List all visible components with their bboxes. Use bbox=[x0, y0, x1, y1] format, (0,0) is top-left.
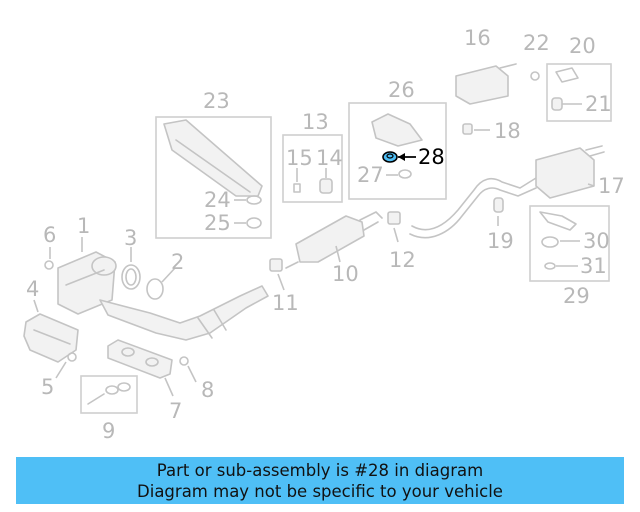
callout-1: 1 bbox=[77, 214, 90, 238]
front-pipe bbox=[99, 285, 269, 341]
callout-31: 31 bbox=[580, 254, 607, 278]
callout-14: 14 bbox=[316, 146, 343, 170]
callout-6: 6 bbox=[43, 223, 56, 247]
part-7-flange-gasket bbox=[107, 339, 173, 379]
leader-8 bbox=[187, 365, 197, 383]
group-box-20 bbox=[546, 63, 612, 122]
callout-20: 20 bbox=[569, 34, 596, 58]
callout-16: 16 bbox=[464, 26, 491, 50]
part-22-bolt bbox=[530, 71, 540, 81]
callout-27: 27 bbox=[357, 163, 384, 187]
part-9-hardware bbox=[87, 382, 131, 405]
callout-7: 7 bbox=[169, 399, 182, 423]
callout-10: 10 bbox=[332, 262, 359, 286]
part-3-clamp bbox=[121, 264, 141, 290]
callout-5: 5 bbox=[41, 375, 54, 399]
callout-17: 17 bbox=[598, 174, 625, 198]
part-13-fasteners bbox=[293, 178, 333, 194]
callout-9: 9 bbox=[102, 419, 115, 443]
callout-15: 15 bbox=[286, 146, 313, 170]
info-banner: Part or sub-assembly is #28 in diagram D… bbox=[16, 457, 624, 504]
part-17-rear-muffler bbox=[535, 145, 605, 199]
banner-disclaimer-line: Diagram may not be specific to your vehi… bbox=[137, 481, 503, 501]
banner-part-line: Part or sub-assembly is #28 in diagram bbox=[156, 460, 484, 480]
group-box-23 bbox=[155, 116, 272, 239]
leader-12 bbox=[393, 227, 399, 243]
leader-17 bbox=[587, 183, 595, 187]
leader-7 bbox=[164, 377, 174, 397]
callout-25: 25 bbox=[204, 211, 231, 235]
rear-pipe bbox=[409, 177, 537, 239]
callout-28-highlighted[interactable]: 28 bbox=[418, 145, 445, 169]
leader-2 bbox=[161, 267, 176, 283]
part-1-converter bbox=[57, 251, 117, 315]
leader-11 bbox=[277, 273, 285, 291]
group-box-29 bbox=[529, 205, 610, 282]
part-2-gasket bbox=[146, 278, 164, 300]
callout-3: 3 bbox=[124, 226, 137, 250]
part-12-clamp bbox=[387, 211, 401, 225]
callout-29: 29 bbox=[563, 284, 590, 308]
part-23-heat-shield bbox=[163, 119, 263, 229]
callout-4: 4 bbox=[26, 277, 39, 301]
callout-11: 11 bbox=[272, 291, 299, 315]
callout-2: 2 bbox=[171, 250, 184, 274]
part-11-clamp bbox=[269, 258, 283, 272]
part-26-heat-shield bbox=[371, 113, 423, 179]
part-10-intermediate-pipe bbox=[285, 211, 383, 269]
part-8-bolt bbox=[179, 356, 189, 366]
leader-10 bbox=[335, 245, 341, 263]
callout-30: 30 bbox=[583, 229, 610, 253]
leader-4 bbox=[33, 299, 39, 313]
callout-21: 21 bbox=[585, 92, 612, 116]
callout-12: 12 bbox=[389, 248, 416, 272]
part-29-bracket-set bbox=[539, 211, 577, 270]
part-4-heat-shield bbox=[23, 313, 79, 363]
callout-22: 22 bbox=[523, 31, 550, 55]
group-box-9 bbox=[80, 375, 138, 414]
callout-26: 26 bbox=[388, 78, 415, 102]
group-box-13 bbox=[282, 134, 343, 203]
callout-13: 13 bbox=[302, 110, 329, 134]
part-6-nut bbox=[44, 260, 54, 270]
arrowhead-28 bbox=[398, 153, 405, 161]
callout-23: 23 bbox=[203, 89, 230, 113]
exhaust-parts-diagram: 1 2 3 4 5 6 7 8 9 10 11 12 13 14 15 16 1… bbox=[23, 26, 625, 443]
callout-8: 8 bbox=[201, 378, 214, 402]
part-18-clamp bbox=[462, 123, 473, 135]
callout-19: 19 bbox=[487, 229, 514, 253]
part-19-hanger bbox=[493, 197, 504, 213]
callout-18: 18 bbox=[494, 119, 521, 143]
part-5-bolt bbox=[67, 352, 77, 362]
callout-24: 24 bbox=[204, 188, 231, 212]
group-box-26 bbox=[348, 102, 447, 200]
part-16-muffler bbox=[455, 63, 517, 105]
leader-5 bbox=[55, 361, 67, 379]
part-28-highlighted[interactable] bbox=[382, 151, 398, 163]
